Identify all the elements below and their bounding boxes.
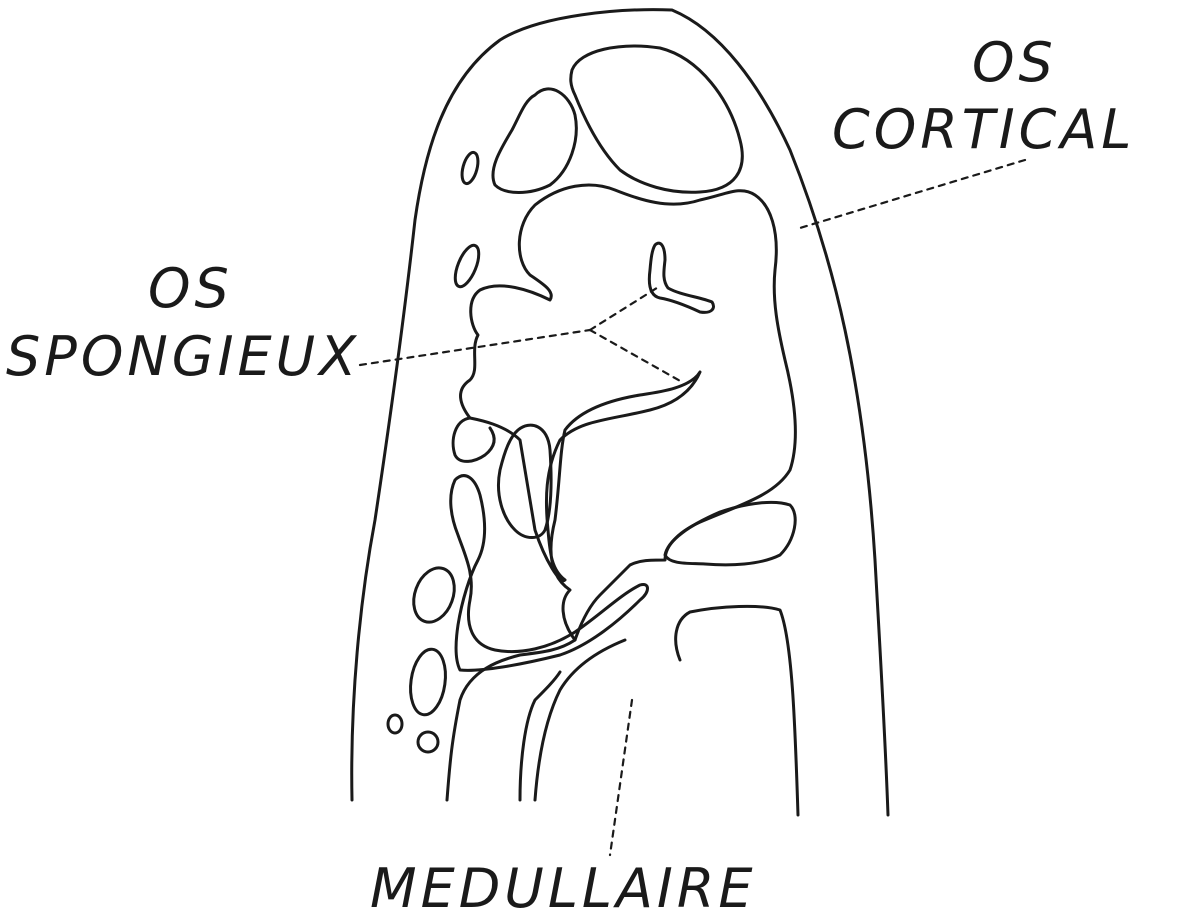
inner-boundary-left xyxy=(447,640,575,800)
label-spongy-line2: SPONGIEUX xyxy=(6,330,360,384)
cavity-lower-middle xyxy=(535,640,625,800)
cortical-cavity-3 xyxy=(407,562,462,628)
trabecular-network-outline xyxy=(461,185,796,640)
leader-spongy-branch-1 xyxy=(590,286,660,330)
leader-medullary xyxy=(610,700,632,855)
cortical-cavity-6 xyxy=(418,732,438,752)
cavity-upper-left xyxy=(493,89,576,193)
cortical-cavity-2 xyxy=(450,242,483,290)
leader-spongy-branch-2 xyxy=(590,330,682,382)
trabecula-mid-lower xyxy=(665,502,795,564)
cortical-cavity-4 xyxy=(407,647,450,717)
label-spongy-line1: OS xyxy=(148,262,233,316)
cavity-upper-right xyxy=(571,46,743,192)
label-cortical-line2: CORTICAL xyxy=(832,103,1135,157)
cortical-cavity-1 xyxy=(459,151,481,186)
leader-cortical xyxy=(800,160,1025,228)
cortical-cavity-5 xyxy=(388,715,402,733)
trabecula-left-bump xyxy=(453,418,494,461)
trabecula-y xyxy=(649,243,713,312)
label-medullary: MEDULLAIRE xyxy=(370,862,757,916)
cavity-lower-middle-left xyxy=(520,672,560,800)
bone-outer-outline xyxy=(352,10,888,815)
cavity-lower-middle-inner xyxy=(676,606,798,815)
label-cortical-line1: OS xyxy=(972,36,1057,90)
cavity-left-elongated xyxy=(498,425,551,537)
